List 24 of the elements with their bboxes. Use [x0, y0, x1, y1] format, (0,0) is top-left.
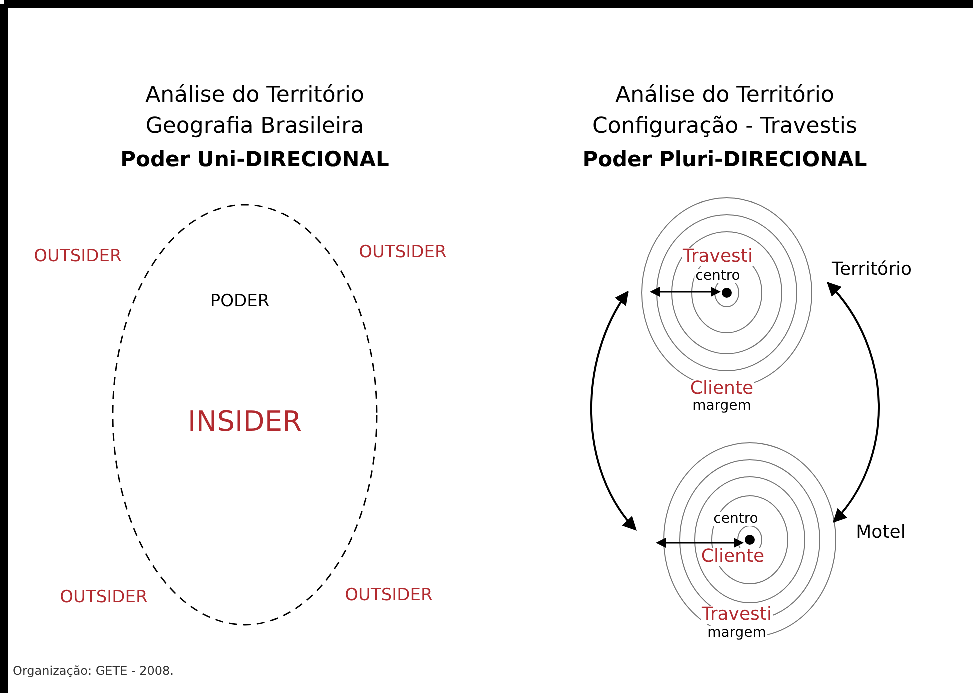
outsider-label: OUTSIDER — [60, 590, 148, 606]
outsider-label: OUTSIDER — [345, 588, 433, 604]
heading: Poder Uni-DIRECIONAL — [120, 150, 390, 170]
outsider-label: OUTSIDER — [34, 248, 122, 266]
zone-label: centro — [712, 512, 760, 526]
curved-arrow — [590, 290, 637, 532]
heading: Configuração - Travestis — [592, 116, 858, 138]
outsider-label: OUTSIDER — [359, 244, 447, 262]
zone-label: margem — [706, 626, 768, 640]
heading: Análise do Território — [616, 85, 834, 107]
heading: Análise do Território — [146, 85, 364, 107]
power-label: PODER — [210, 294, 270, 310]
place-label: Território — [832, 261, 912, 279]
heading: Poder Pluri-DIRECIONAL — [582, 150, 868, 170]
zone-label: centro — [694, 269, 742, 283]
zone-label: margem — [692, 399, 752, 413]
place-label: Motel — [856, 524, 906, 542]
role-label: Cliente — [700, 548, 766, 566]
caption: Organização: GETE - 2008. — [13, 664, 174, 678]
role-label: Travesti — [701, 606, 773, 624]
heading: Geografia Brasileira — [146, 116, 364, 138]
role-label: Travesti — [682, 248, 754, 266]
curved-arrow — [827, 282, 880, 524]
insider-label: INSIDER — [188, 408, 302, 436]
